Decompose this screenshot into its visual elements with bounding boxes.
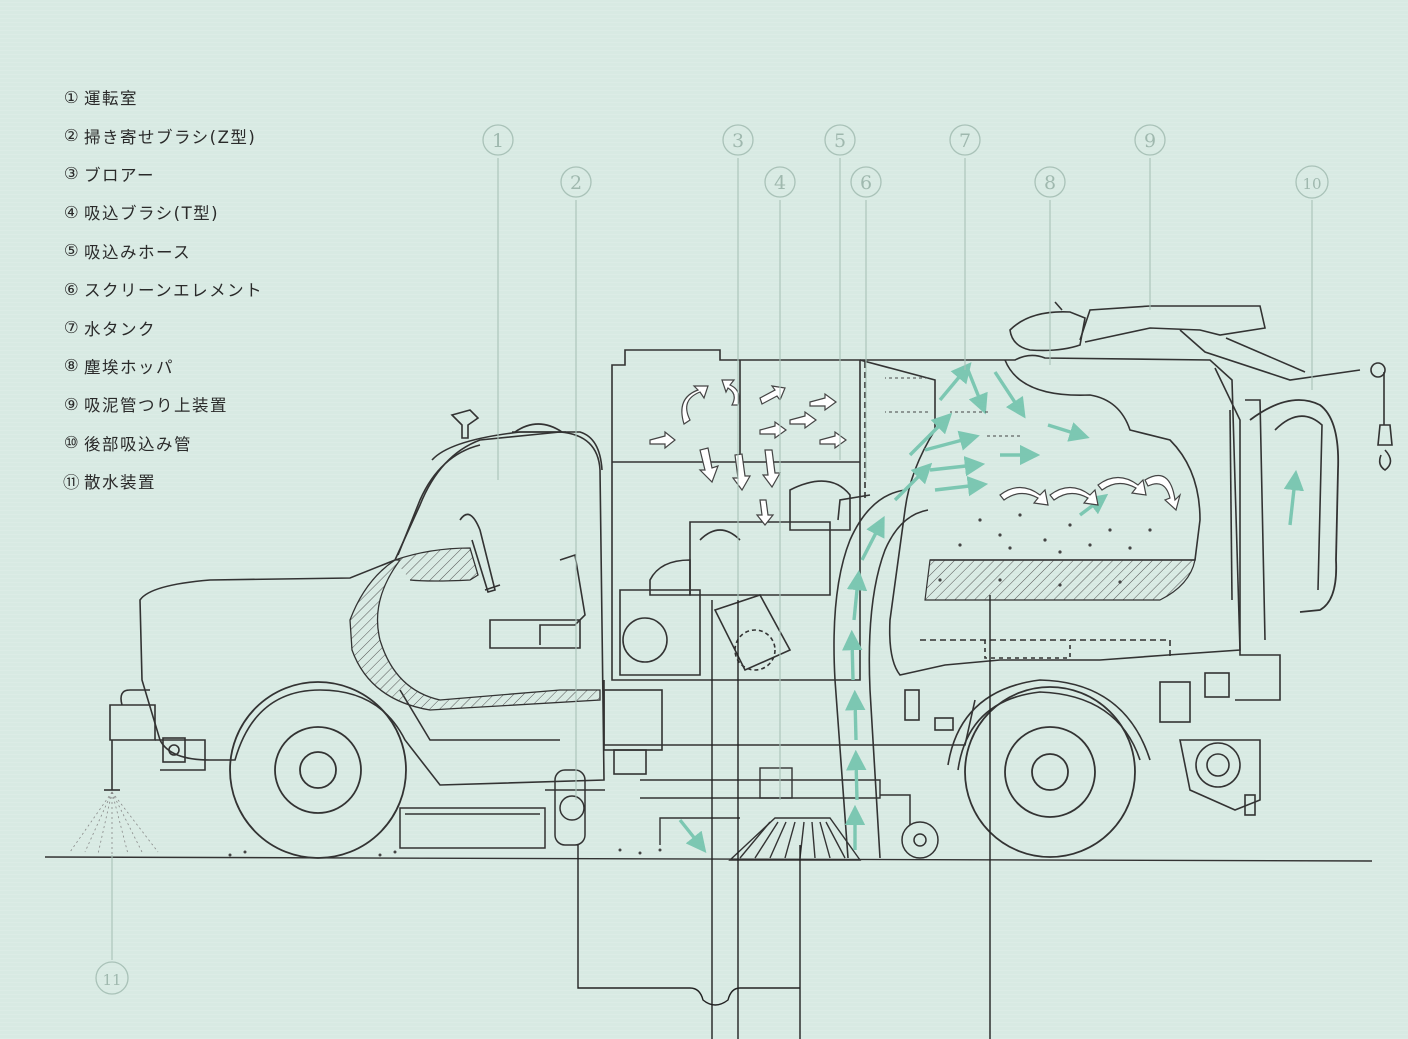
rear-wheel	[964, 686, 1136, 858]
legend-number: ②	[63, 126, 81, 146]
callout-6: 6	[850, 166, 882, 480]
front-wheel	[229, 681, 407, 859]
callout-10: 10	[1295, 165, 1329, 390]
callout-number: 9	[1144, 130, 1156, 152]
legend-number: ⑨	[63, 394, 81, 414]
ground-line	[44, 856, 1373, 862]
legend-label: 散水装置	[84, 473, 156, 493]
cab	[104, 409, 605, 791]
callout-2: 2	[560, 166, 592, 800]
legend-number: ④	[63, 202, 81, 222]
tank-dashed-flow	[885, 377, 1020, 437]
callout-9: 9	[1134, 124, 1166, 310]
callout-1: 1	[482, 124, 514, 480]
legend-label: スクリーンエレメント	[84, 281, 264, 301]
cab-interior-hatch	[349, 559, 601, 711]
main-body	[603, 301, 1393, 816]
suction-hose	[833, 489, 929, 859]
sediment-hatch	[924, 559, 1196, 601]
callout-number: 8	[1044, 172, 1056, 194]
callout-number: 10	[1302, 175, 1321, 193]
dust-particles	[228, 513, 1152, 857]
callout-3: 3	[722, 124, 754, 600]
legend-label: 後部吸込み管	[84, 434, 192, 454]
callout-number: 11	[102, 971, 121, 989]
legend-number: ⑦	[63, 318, 81, 338]
callout-number: 5	[834, 130, 846, 152]
legend-label: 水タンク	[84, 319, 156, 339]
legend-label: ブロアー	[84, 165, 156, 185]
hopper-swirl-arrows	[999, 475, 1182, 512]
caster-wheel	[880, 794, 939, 859]
legend-number: ⑧	[63, 356, 81, 376]
steering-and-seat	[459, 513, 586, 649]
legend-number: ⑩	[63, 433, 81, 453]
leader-lines	[577, 595, 991, 1039]
legend-label: 掃き寄せブラシ(Z型)	[84, 127, 257, 147]
callout-number: 4	[774, 172, 786, 194]
legend-number: ③	[63, 164, 81, 184]
legend-label: 運転室	[84, 89, 138, 109]
callout-7: 7	[949, 124, 981, 370]
callout-5: 5	[824, 124, 856, 460]
legend-label: 吸込ブラシ(T型)	[84, 204, 220, 224]
callout-number: 7	[959, 130, 971, 152]
legend-label: 塵埃ホッパ	[84, 357, 174, 377]
legend-number: ⑥	[63, 279, 81, 299]
legend-number: ⑤	[63, 241, 81, 261]
callout-number: 3	[732, 130, 744, 152]
callout-number: 6	[860, 172, 872, 194]
legend-number: ①	[63, 87, 81, 107]
legend-number: ⑪	[63, 473, 81, 493]
gutter-broom	[399, 769, 605, 849]
water-spray	[69, 791, 159, 855]
callout-11: 11	[95, 855, 129, 995]
legend-label: 吸泥管つり上装置	[84, 396, 228, 416]
callout-number: 2	[570, 172, 582, 194]
airflow-arrows	[678, 362, 1305, 853]
callout-8: 8	[1034, 166, 1066, 365]
legend-label: 吸込みホース	[84, 242, 192, 262]
blower-airflow-arrows	[649, 379, 848, 526]
callout-number: 1	[492, 130, 504, 152]
callout-4: 4	[764, 166, 796, 800]
